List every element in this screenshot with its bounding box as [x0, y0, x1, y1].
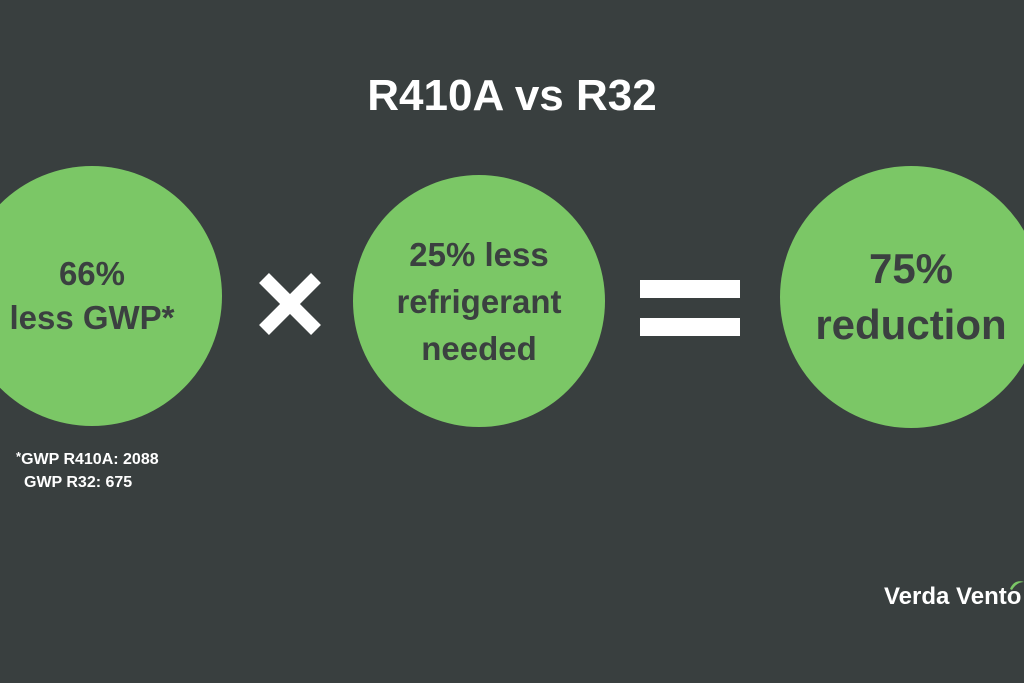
equals-icon [640, 280, 740, 336]
footnote: *GWP R410A: 2088 GWP R32: 675 [16, 448, 159, 494]
circle-text-line: 66% [58, 255, 126, 292]
logo-text: Verda Vento [884, 583, 1022, 610]
footnote-text: GWP R410A: 2088 [21, 451, 159, 468]
footnote-line: *GWP R410A: 2088 [16, 448, 159, 471]
footnote-marker: * [16, 449, 22, 464]
logo: Verda Vento [884, 580, 1024, 620]
page-title: R410A vs R32 [367, 71, 657, 120]
circle-text-line: 75% [868, 245, 954, 292]
equals-bar-bottom [640, 318, 740, 336]
refrigerant-circle: 25% less refrigerant needed [353, 175, 605, 427]
reduction-circle: 75% reduction [780, 166, 1024, 428]
gwp-circle: 66% less GWP* [0, 166, 222, 426]
circle-text-line: 25% less [409, 235, 549, 273]
leaf-icon [1010, 581, 1024, 590]
footnote-line: GWP R32: 675 [24, 474, 133, 491]
circle-text-line: reduction [815, 301, 1007, 348]
times-icon [259, 273, 321, 335]
circle-text-line: refrigerant [396, 282, 562, 320]
equals-bar-top [640, 280, 740, 298]
circle-text-line: less GWP* [9, 299, 175, 336]
circle-text-line: needed [421, 329, 537, 367]
